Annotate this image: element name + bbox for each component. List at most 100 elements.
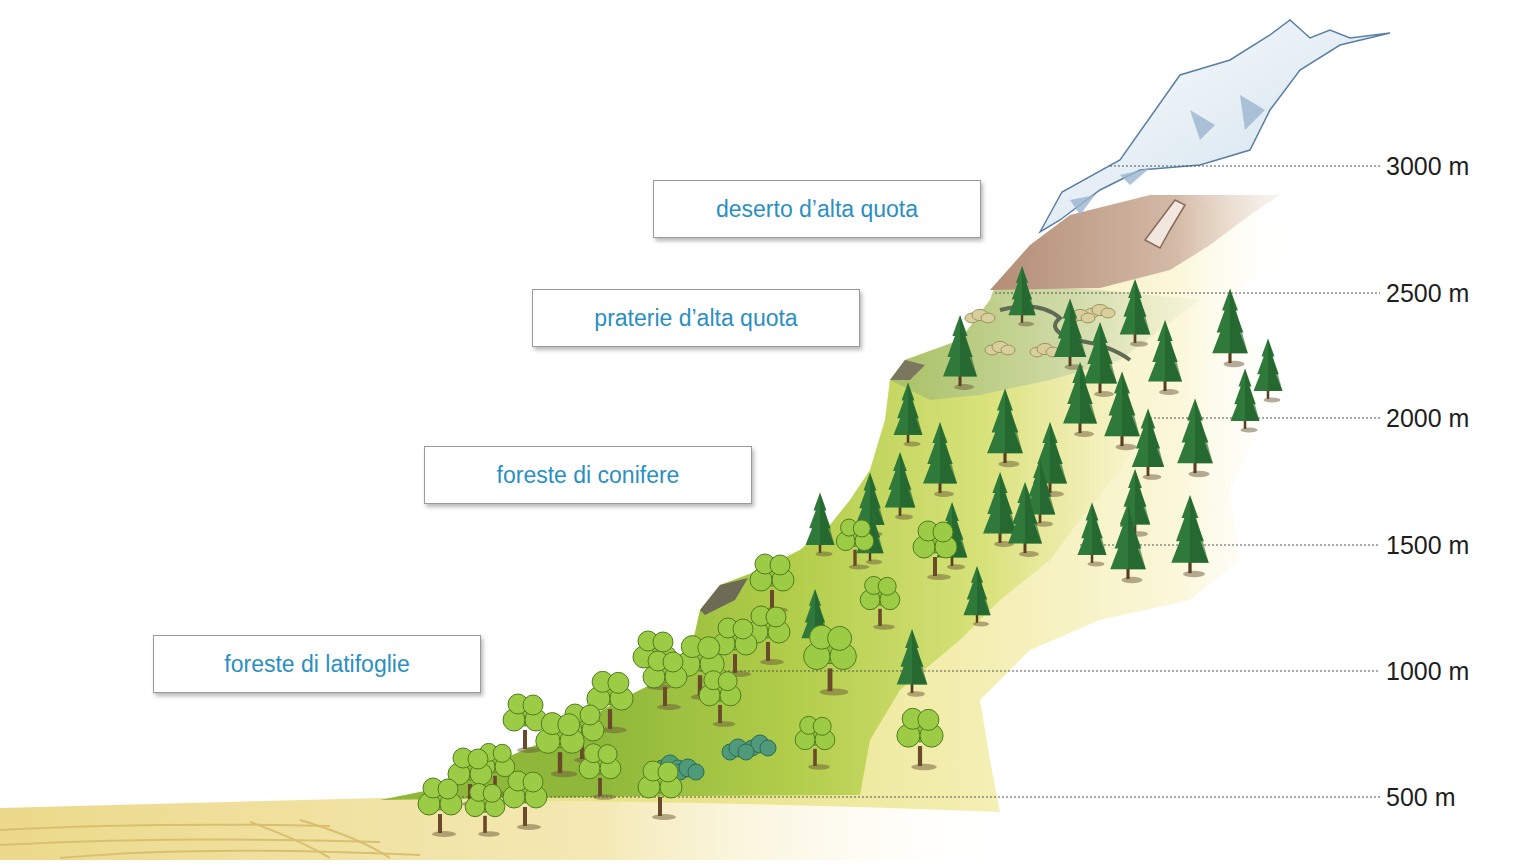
tree-crown-shade — [820, 493, 834, 545]
altitude-lines — [430, 166, 1380, 797]
tree-crown — [1132, 409, 1164, 468]
tree-crown — [1063, 362, 1097, 424]
tree-crown-shade — [1040, 459, 1055, 514]
tree-crown — [897, 629, 928, 684]
tree-crown-shade — [1268, 339, 1282, 391]
tree-trunk — [1126, 568, 1129, 580]
tree-crown — [770, 555, 790, 575]
conifer-tree — [1063, 362, 1097, 437]
tree-trunk — [911, 683, 914, 693]
cliff — [890, 360, 925, 380]
tree-crown — [983, 472, 1017, 534]
tree-shadow — [1122, 577, 1143, 583]
tree-crown — [580, 705, 600, 725]
tree-trunk — [939, 482, 942, 493]
tree-shadow — [808, 764, 830, 769]
tree-crown-shade — [900, 452, 915, 507]
broadleaf-tree — [795, 716, 835, 769]
tree-trunk — [1003, 452, 1006, 464]
tree-shadow — [478, 831, 500, 836]
tree-shadow — [873, 624, 895, 629]
field-furrows — [0, 820, 420, 858]
tree-trunk — [523, 807, 527, 826]
tree-crown — [523, 772, 543, 792]
tree-shadow — [1074, 431, 1094, 437]
conifer-tree — [1083, 322, 1117, 397]
grass-blade — [1081, 313, 1095, 323]
tree-crown-shade — [1128, 505, 1146, 570]
tree-crown — [933, 522, 953, 542]
conifer-tree — [897, 629, 928, 697]
tree-shadow — [652, 814, 676, 820]
tree-trunk — [608, 709, 612, 729]
tree-trunk — [558, 752, 562, 773]
tree-crown — [558, 714, 580, 736]
tree-shadow — [1018, 322, 1034, 327]
tree-trunk — [959, 375, 962, 386]
snow-peak — [1040, 20, 1390, 232]
tree-crown — [608, 672, 629, 693]
tree-trunk — [523, 730, 527, 749]
tree-trunk — [951, 556, 954, 566]
tree-trunk — [819, 544, 822, 553]
tree-crown-shade — [1070, 299, 1086, 358]
tree-crown — [523, 695, 543, 715]
zone-box: praterie d’alta quota — [532, 289, 860, 347]
tree-shadow — [816, 551, 833, 556]
tree-crown-shade — [912, 629, 927, 684]
tree-shadow — [1189, 471, 1210, 477]
tree-trunk — [1120, 435, 1123, 447]
tree-crown-shade — [1022, 266, 1036, 315]
tree-shadow — [911, 764, 936, 770]
tree-shadow — [927, 574, 951, 580]
tree-shadow — [1159, 389, 1179, 395]
conifer-tree — [1231, 369, 1260, 433]
altitude-label: 1000 m — [1384, 656, 1471, 686]
tree-crown-shade — [1190, 495, 1209, 563]
tree-crown — [963, 566, 990, 615]
broadleaf-tree — [638, 761, 682, 820]
shrub-leaf — [760, 740, 776, 756]
conifer-tree — [943, 315, 977, 390]
tree-crown — [698, 637, 720, 659]
grass-tuft — [985, 341, 1015, 355]
trees — [418, 266, 1283, 837]
conifer-tree — [963, 566, 990, 626]
conifer-tree — [885, 452, 916, 520]
tree-trunk — [999, 532, 1002, 543]
tree-crown — [918, 709, 939, 730]
tree-shadow — [849, 564, 869, 569]
tree-trunk — [853, 550, 856, 566]
tree-trunk — [976, 614, 978, 623]
tree-trunk — [869, 552, 871, 561]
tree-crown — [813, 717, 831, 735]
tree-shadow — [1094, 391, 1114, 397]
conifer-tree — [1148, 320, 1182, 395]
tree-trunk — [598, 778, 602, 796]
tree-crown-shade — [977, 566, 991, 615]
altitude-label: 500 m — [1384, 782, 1457, 812]
tree-crown-shade — [1148, 409, 1164, 468]
zone-label: foreste di latifoglie — [224, 651, 409, 678]
tree-trunk — [1164, 380, 1167, 391]
broadleaf-tree — [913, 521, 957, 580]
tree-crown-shade — [908, 383, 922, 435]
tree-crown-shade — [1135, 279, 1150, 334]
tree-trunk — [1091, 554, 1094, 563]
tree-crown-shade — [1100, 322, 1117, 384]
broadleaf-tree — [860, 576, 900, 629]
conifer-tree — [1008, 482, 1042, 557]
altitude-label: 2500 m — [1384, 278, 1471, 308]
rock-outcrop — [1145, 200, 1185, 248]
tree-crown — [1078, 503, 1107, 555]
tree-trunk — [1228, 352, 1231, 364]
tree-trunk — [438, 814, 442, 833]
broadleaf-tree — [643, 651, 687, 710]
tree-shadow — [1116, 444, 1137, 450]
tree-trunk — [1267, 390, 1270, 399]
tree-shadow — [1264, 397, 1281, 402]
broadleaf-tree — [418, 778, 462, 837]
shrub-leaf — [688, 764, 704, 780]
tree-crown-shade — [1005, 389, 1023, 454]
conifer-tree — [1120, 279, 1151, 347]
